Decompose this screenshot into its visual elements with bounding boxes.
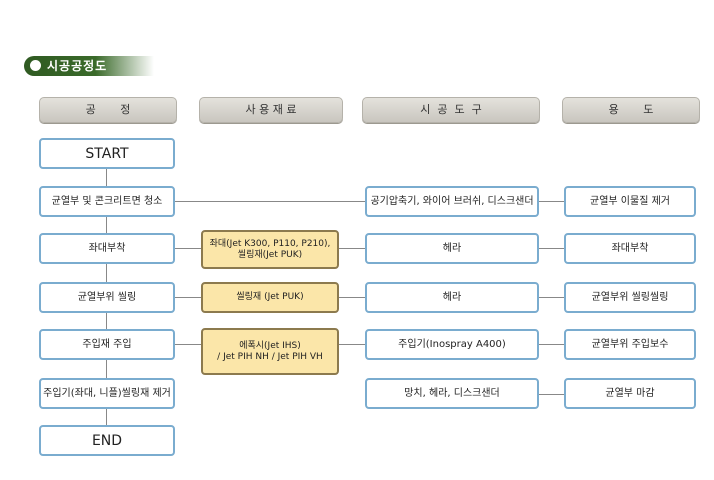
header-tools: 시 공 도 구 [362,97,540,123]
section-title-bar: 시공공정도 [24,56,154,76]
connector-seal-use [539,297,564,298]
connector-attach-tool [339,248,365,249]
use-inject: 균열부위 주입보수 [564,329,696,360]
use-finish: 균열부 마감 [564,378,696,409]
material-inject: 에폭시(Jet IHS) / Jet PIH NH / Jet PIH VH [201,328,339,375]
process-step-remove: 주입기(좌대, 니플)씰링재 제거 [39,378,175,409]
process-start: START [39,138,175,169]
tool-seal: 헤라 [365,282,539,313]
process-step-seal: 균열부위 씰링 [39,282,175,313]
tool-inject: 주입기(Inospray A400) [365,329,539,360]
bullet-icon [30,60,41,71]
tool-cleaning: 공기압축기, 와이어 브러쉬, 디스크샌더 [365,186,539,217]
use-attach: 좌대부착 [564,233,696,264]
connector-inject-tool [339,344,365,345]
use-cleaning: 균열부 이물질 제거 [564,186,696,217]
process-step-cleaning: 균열부 및 콘크리트면 청소 [39,186,175,217]
section-title: 시공공정도 [47,59,108,73]
use-seal: 균열부위 씰링씰링 [564,282,696,313]
tool-finish: 망치, 헤라, 디스크샌더 [365,378,539,409]
header-material: 사 용 재 료 [199,97,343,123]
process-step-inject: 주입재 주입 [39,329,175,360]
material-seal: 씰링재 (Jet PUK) [201,282,339,313]
connector-inject [175,344,201,345]
process-end: END [39,425,175,456]
connector-cleaning [175,201,365,202]
connector-seal-tool [339,297,365,298]
connector-inject-use [539,344,564,345]
connector-finish-use [539,394,564,395]
process-step-attach: 좌대부착 [39,233,175,264]
connector-attach-use [539,248,564,249]
connector-attach [175,248,201,249]
material-attach: 좌대(Jet K300, P110, P210), 씰링재(Jet PUK) [201,230,339,269]
connector-seal [175,297,201,298]
header-process: 공 정 [39,97,177,123]
connector-cleaning-use [539,201,564,202]
header-use: 용 도 [562,97,700,123]
tool-attach: 헤라 [365,233,539,264]
